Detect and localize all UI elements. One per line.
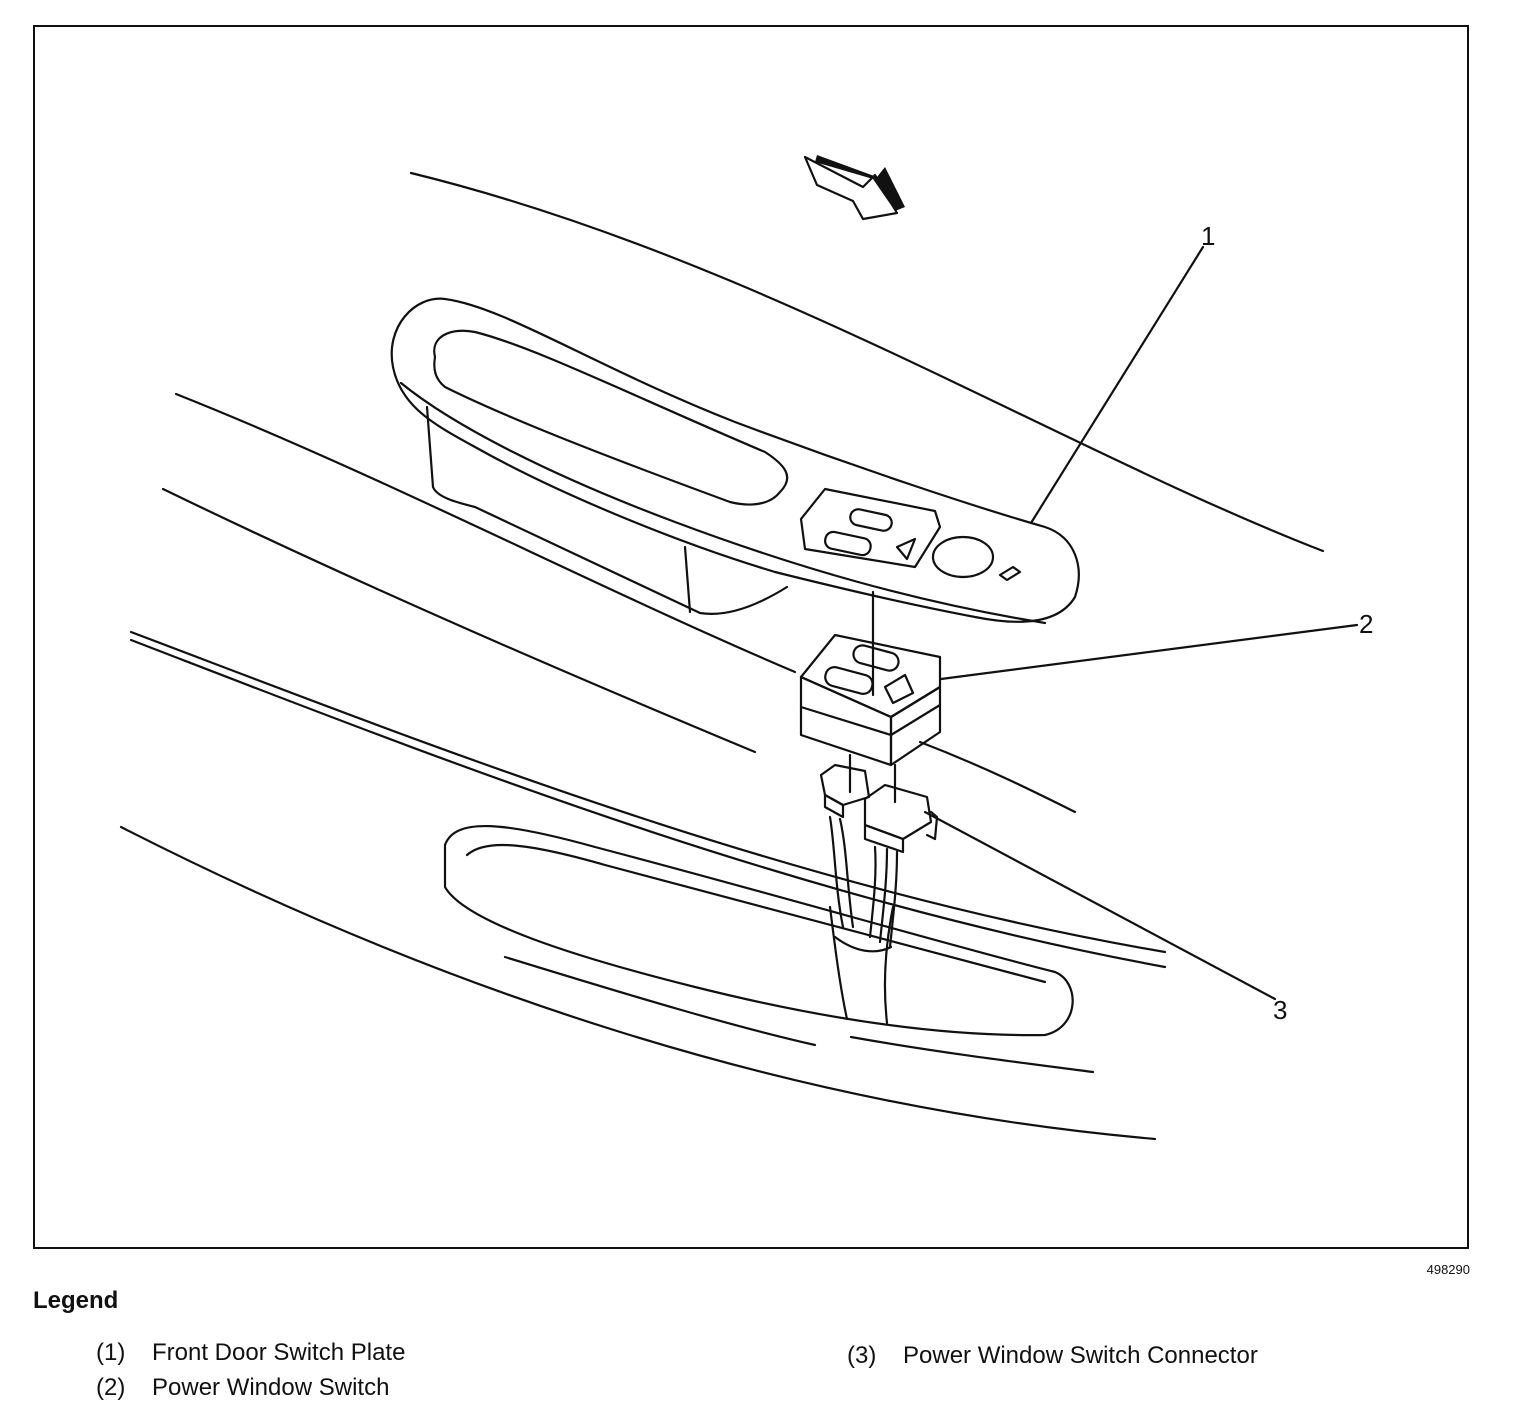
power-window-switch-rocker-b [824, 666, 874, 695]
diagram-frame: 1 2 3 [33, 25, 1469, 1249]
door-switch-illustration: 1 2 3 [119, 155, 1373, 1141]
connector-right [863, 783, 933, 841]
door-contour-lower-b [849, 1035, 1095, 1074]
pull-cup-bin-side [683, 545, 692, 614]
callout-leader-1 [1029, 245, 1205, 525]
harness-sheath-right [883, 905, 895, 1025]
door-contour-bottom [119, 825, 1157, 1141]
door-contour-armrest-a [129, 630, 1167, 954]
legend-item-power-window-switch-connector: (3) Power Window Switch Connector [847, 1342, 1258, 1370]
mirror-switch-slot [998, 565, 1022, 582]
callout-label-3: 3 [1273, 995, 1287, 1025]
harness-tape [833, 935, 893, 953]
connector-right-latch [925, 810, 939, 841]
callout-leader-2 [939, 623, 1359, 681]
door-contour-top [409, 171, 1325, 553]
harness-wire-2 [838, 817, 855, 929]
power-window-switch-rocker-a [852, 644, 900, 672]
legend-item-power-window-switch: (2) Power Window Switch [96, 1374, 389, 1402]
legend-item-label: Power Window Switch Connector [903, 1342, 1258, 1369]
door-pocket [443, 825, 1074, 1037]
harness-wire-4 [878, 847, 889, 944]
legend-item-front-door-switch-plate: (1) Front Door Switch Plate [96, 1339, 405, 1367]
harness-wire-1 [828, 815, 845, 929]
switch-plate-opening [433, 329, 789, 506]
door-contour-mid [161, 487, 757, 754]
legend-item-label: Front Door Switch Plate [152, 1339, 406, 1366]
power-window-switch-side [889, 685, 942, 767]
legend-item-number: (1) [96, 1339, 126, 1366]
callout-label-1: 1 [1201, 221, 1215, 251]
power-window-switch-lock [883, 673, 915, 705]
direction-arrow-icon [803, 155, 899, 221]
switch-bezel-slot-a [849, 508, 893, 532]
legend-item-number: (3) [847, 1342, 877, 1369]
direction-arrow-shade [815, 155, 905, 211]
door-pocket-inner [465, 843, 1047, 984]
callout-label-2: 2 [1359, 609, 1373, 639]
connector-right-face [863, 823, 905, 854]
connector-left-face [823, 793, 845, 819]
door-contour-lower-a [503, 955, 817, 1047]
switch-bezel [799, 487, 942, 569]
switch-bezel-lock [895, 537, 917, 561]
door-contour-armrest-b [129, 638, 1167, 969]
power-window-switch-band [799, 703, 942, 737]
figure-number: 498290 [1426, 1262, 1470, 1277]
legend-item-label: Power Window Switch [152, 1374, 390, 1401]
legend-item-number: (2) [96, 1374, 126, 1401]
switch-plate-outline [390, 297, 1080, 623]
mirror-switch-hole [931, 535, 995, 579]
harness-wire-5 [888, 850, 899, 949]
harness-sheath-left [828, 905, 849, 1021]
harness-wire-3 [868, 845, 877, 939]
pull-cup-bin [425, 405, 789, 615]
legend-title: Legend [33, 1287, 119, 1314]
switch-plate-rim [399, 381, 1047, 625]
connector-left [819, 763, 871, 807]
callout-leader-3 [923, 810, 1277, 1001]
door-contour-upper [174, 392, 797, 674]
switch-bezel-slot-b [824, 530, 872, 557]
door-contour-right [918, 740, 1077, 814]
